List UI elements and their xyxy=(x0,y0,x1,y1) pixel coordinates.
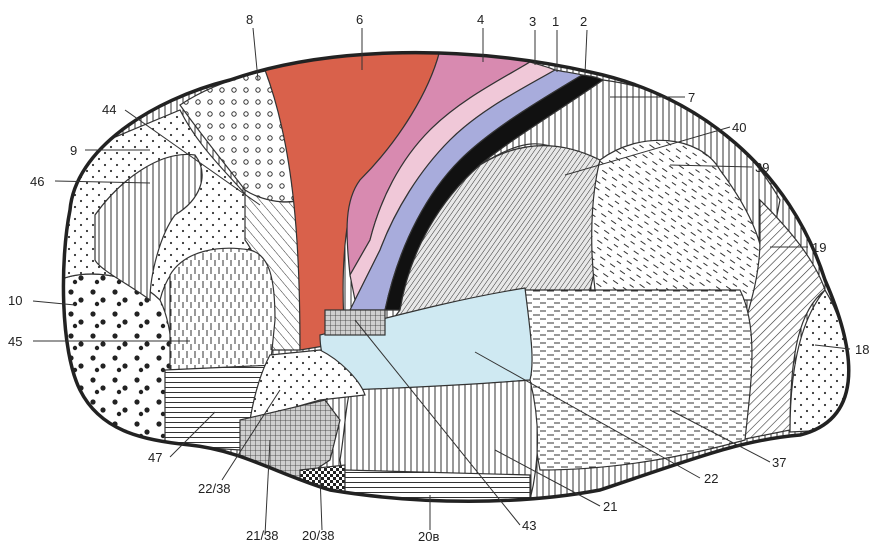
label-22: 22 xyxy=(704,471,718,486)
label-10: 10 xyxy=(8,293,22,308)
label-4: 4 xyxy=(477,12,484,27)
label-22-38: 22/38 xyxy=(198,481,231,496)
label-21: 21 xyxy=(603,499,617,514)
label-45: 45 xyxy=(8,334,22,349)
label-47: 47 xyxy=(148,450,162,465)
label-1: 1 xyxy=(552,14,559,29)
area-10 xyxy=(60,274,173,450)
label-40: 40 xyxy=(732,120,746,135)
label-46: 46 xyxy=(30,174,44,189)
label-2: 2 xyxy=(580,14,587,29)
label-44: 44 xyxy=(102,102,116,117)
label-9: 9 xyxy=(70,143,77,158)
label-8: 8 xyxy=(246,12,253,27)
label-21-38: 21/38 xyxy=(246,528,279,543)
area-37 xyxy=(520,290,752,470)
label-6: 6 xyxy=(356,12,363,27)
label-20-38: 20/38 xyxy=(302,528,335,543)
area-45 xyxy=(170,248,275,370)
label-43: 43 xyxy=(522,518,536,533)
label-3: 3 xyxy=(529,14,536,29)
label-39: 39 xyxy=(755,160,769,175)
area-43-grid xyxy=(325,310,385,335)
label-18: 18 xyxy=(855,342,869,357)
label-37: 37 xyxy=(772,455,786,470)
label-20b: 20в xyxy=(418,529,439,543)
label-19: 19 xyxy=(812,240,826,255)
label-7: 7 xyxy=(688,90,695,105)
